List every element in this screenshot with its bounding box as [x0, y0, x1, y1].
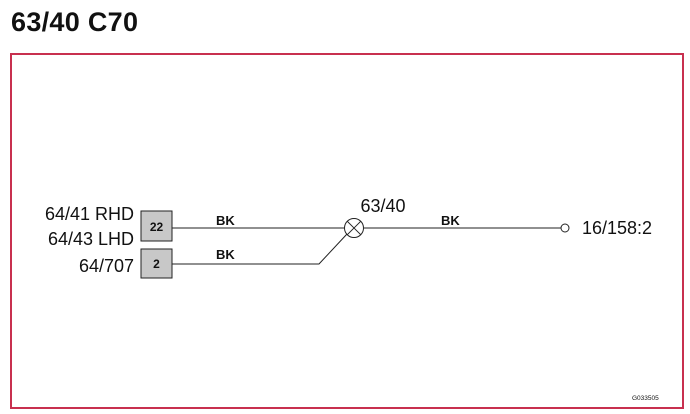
splice-symbol — [344, 218, 364, 238]
wire-color-label-top-left: BK — [216, 213, 235, 228]
connector-label-64-707: 64/707 — [79, 256, 134, 276]
wire-bottom-left — [172, 233, 348, 265]
connector-pin-22: 22 — [140, 210, 173, 242]
wire-color-label-bottom-left: BK — [216, 247, 235, 262]
connector-label-64-41: 64/41 RHD — [45, 204, 134, 224]
splice-label: 63/40 — [360, 196, 405, 216]
pin-number-2: 2 — [153, 257, 160, 271]
page-title: 63/40 C70 — [11, 7, 139, 37]
terminal-label: 16/158:2 — [582, 218, 652, 238]
wire-color-label-right: BK — [441, 213, 460, 228]
diagram-frame — [10, 53, 684, 409]
pin-number-22: 22 — [150, 220, 164, 234]
connector-label-64-43: 64/43 LHD — [48, 229, 134, 249]
terminal-symbol — [560, 223, 570, 233]
reference-code: G033505 — [632, 395, 659, 402]
connector-pin-2: 2 — [140, 248, 173, 279]
